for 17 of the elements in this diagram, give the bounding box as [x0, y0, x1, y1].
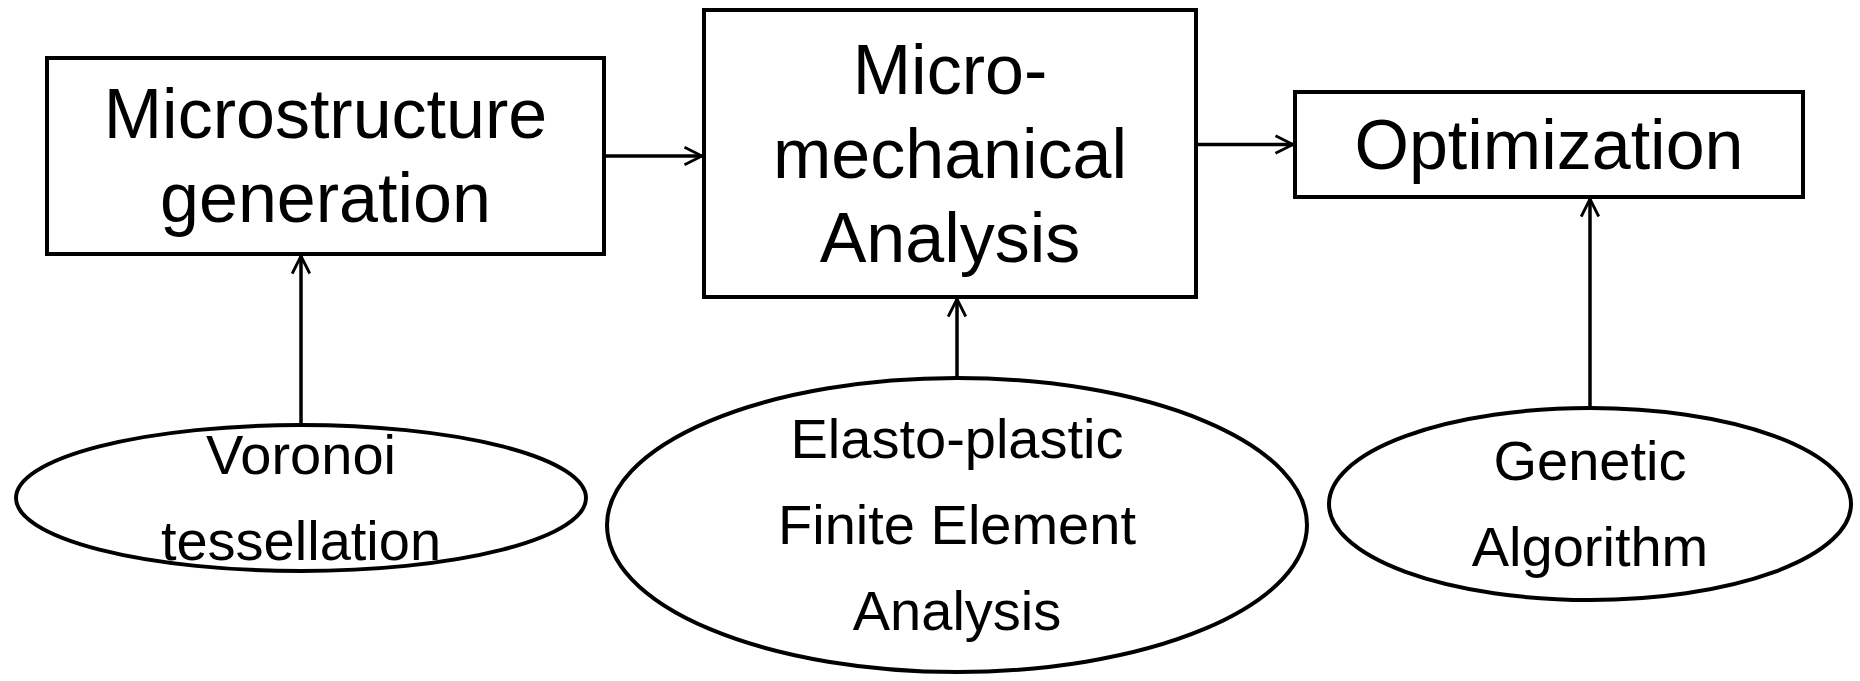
arrow [290, 254, 312, 423]
arrow [606, 145, 704, 167]
node-label: Micro-mechanical Analysis [771, 29, 1129, 279]
process-box [702, 8, 1198, 299]
node-label: Voronoi tessellation [159, 422, 443, 574]
arrow [1198, 134, 1295, 155]
input-ellipse [14, 423, 588, 573]
node-label: Elasto-plastic Finite Element Analysis [777, 406, 1137, 644]
input-ellipse [1327, 406, 1853, 602]
node-label: Genetic Algorithm [1470, 428, 1710, 580]
process-box [1293, 90, 1805, 199]
input-ellipse [605, 376, 1309, 674]
arrow [946, 297, 968, 376]
node-label: Microstructure generation [102, 74, 549, 239]
arrow [1579, 197, 1601, 406]
node-label: Optimization [1354, 104, 1744, 186]
process-box [45, 56, 606, 256]
